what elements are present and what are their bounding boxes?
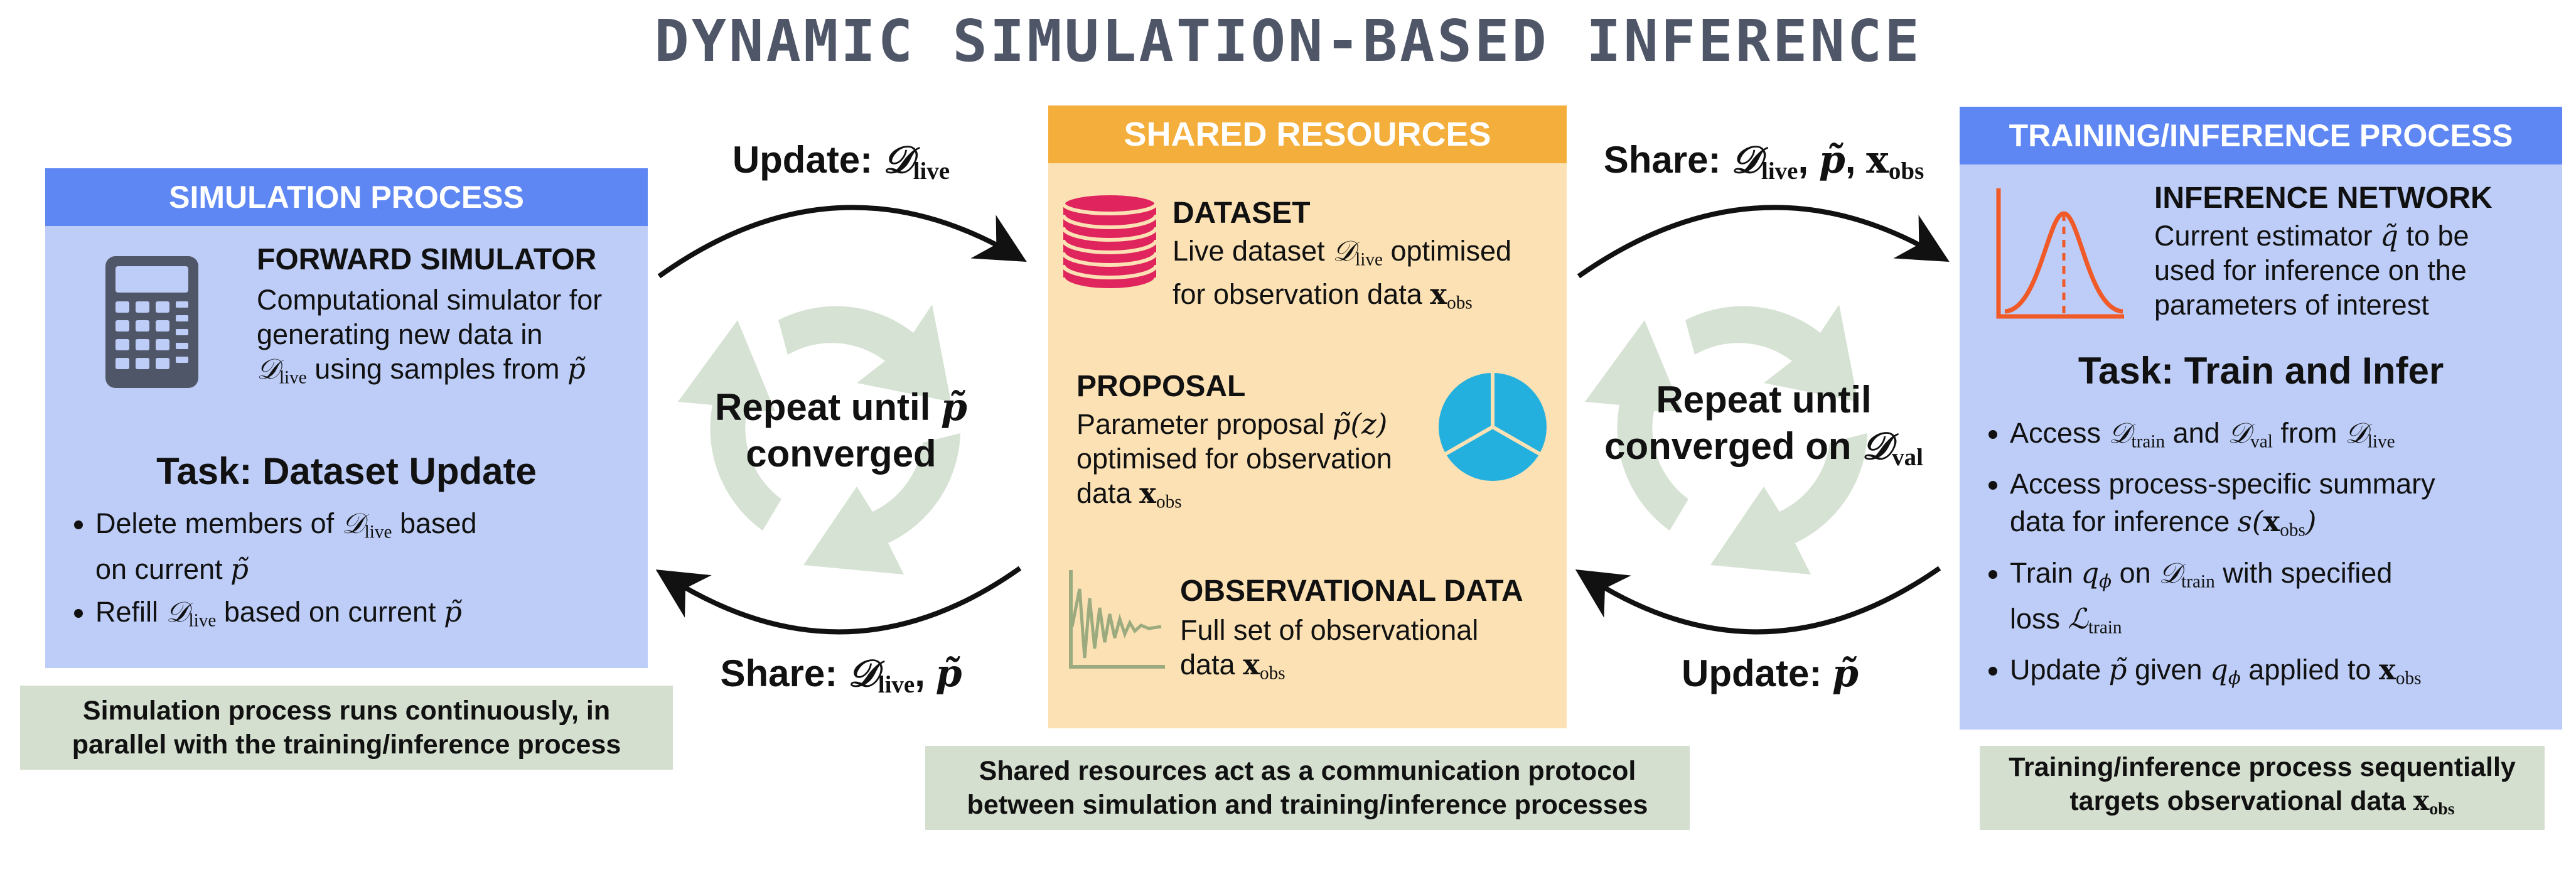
arrow-sim-to-shared: [657, 205, 1027, 279]
dataset-heading: DATASET: [1173, 197, 1311, 230]
share-live-proposal-label: Share: 𝒟live, p̃: [720, 652, 962, 698]
simulation-note: Simulation process runs continuously, in…: [20, 686, 673, 770]
recycle-arrows-icon: [678, 305, 960, 574]
arrow-shared-to-sim: [655, 566, 1022, 635]
forward-simulator-description: Computational simulator for generating n…: [257, 284, 603, 388]
observational-data-description: Full set of observational data xobs: [1180, 614, 1479, 684]
proposal-heading: PROPOSAL: [1076, 370, 1246, 403]
repeat-until-converged-label: Repeat until p̃ converged: [715, 385, 967, 475]
forward-simulator-heading: FORWARD SIMULATOR: [257, 243, 597, 276]
training-inference-panel: TRAINING/INFERENCE PROCESS INFERENCE NET…: [1960, 107, 2562, 730]
gaussian-curve-icon: [1996, 188, 2124, 319]
arrow-train-to-shared: [1575, 566, 1941, 635]
damped-signal-icon: [1069, 570, 1165, 669]
training-inference-header: TRAINING/INFERENCE PROCESS: [1960, 107, 2562, 164]
shared-resources-header: SHARED RESOURCES: [1048, 105, 1567, 163]
recycle-arrows-icon: [1585, 305, 1867, 574]
train-and-infer-list: Access 𝒟train and 𝒟val from 𝒟live Access…: [1985, 414, 2575, 703]
shared-note: Shared resources act as a communication …: [925, 746, 1690, 830]
list-item: Refill 𝒟live based on current p̃: [95, 593, 648, 639]
list-item: Update p̃ given qϕ applied to xobs: [2010, 651, 2575, 697]
dataset-update-task: Task: Dataset Update: [156, 450, 537, 492]
inference-network-heading: INFERENCE NETWORK: [2154, 181, 2493, 215]
calculator-icon: [105, 256, 198, 388]
train-and-infer-task: Task: Train and Infer: [2078, 350, 2444, 392]
proposal-description: Parameter proposal p̃(z) optimised for o…: [1076, 407, 1392, 512]
database-icon: [1061, 192, 1158, 292]
observational-data-heading: OBSERVATIONAL DATA: [1180, 574, 1523, 608]
share-live-proposal-obs-label: Share: 𝒟live, p̃, xobs: [1603, 138, 1924, 185]
update-live-label: Update: 𝒟live: [732, 138, 950, 185]
training-note: Training/inference process sequentially …: [1980, 746, 2545, 830]
list-item: Access 𝒟train and 𝒟val from 𝒟live: [2010, 414, 2575, 460]
arrow-shared-to-train: [1577, 205, 1950, 279]
simulation-process-header: SIMULATION PROCESS: [45, 168, 648, 226]
update-proposal-label: Update: p̃: [1682, 652, 1859, 696]
diagram-title: DYNAMIC SIMULATION-BASED INFERENCE: [654, 8, 1922, 75]
simulation-process-panel: SIMULATION PROCESS FORWARD SIMULATOR Com…: [45, 168, 648, 668]
repeat-until-converged-val-label: Repeat until converged on 𝒟val: [1604, 379, 1923, 471]
shared-resources-panel: SHARED RESOURCES DATASET Live dataset 𝒟l…: [1048, 105, 1567, 728]
inference-network-description: Current estimator q̃ to be used for infe…: [2154, 219, 2469, 321]
pie-chart-icon: [1439, 373, 1547, 481]
dataset-description: Live dataset 𝒟live optimised for observa…: [1173, 234, 1512, 313]
